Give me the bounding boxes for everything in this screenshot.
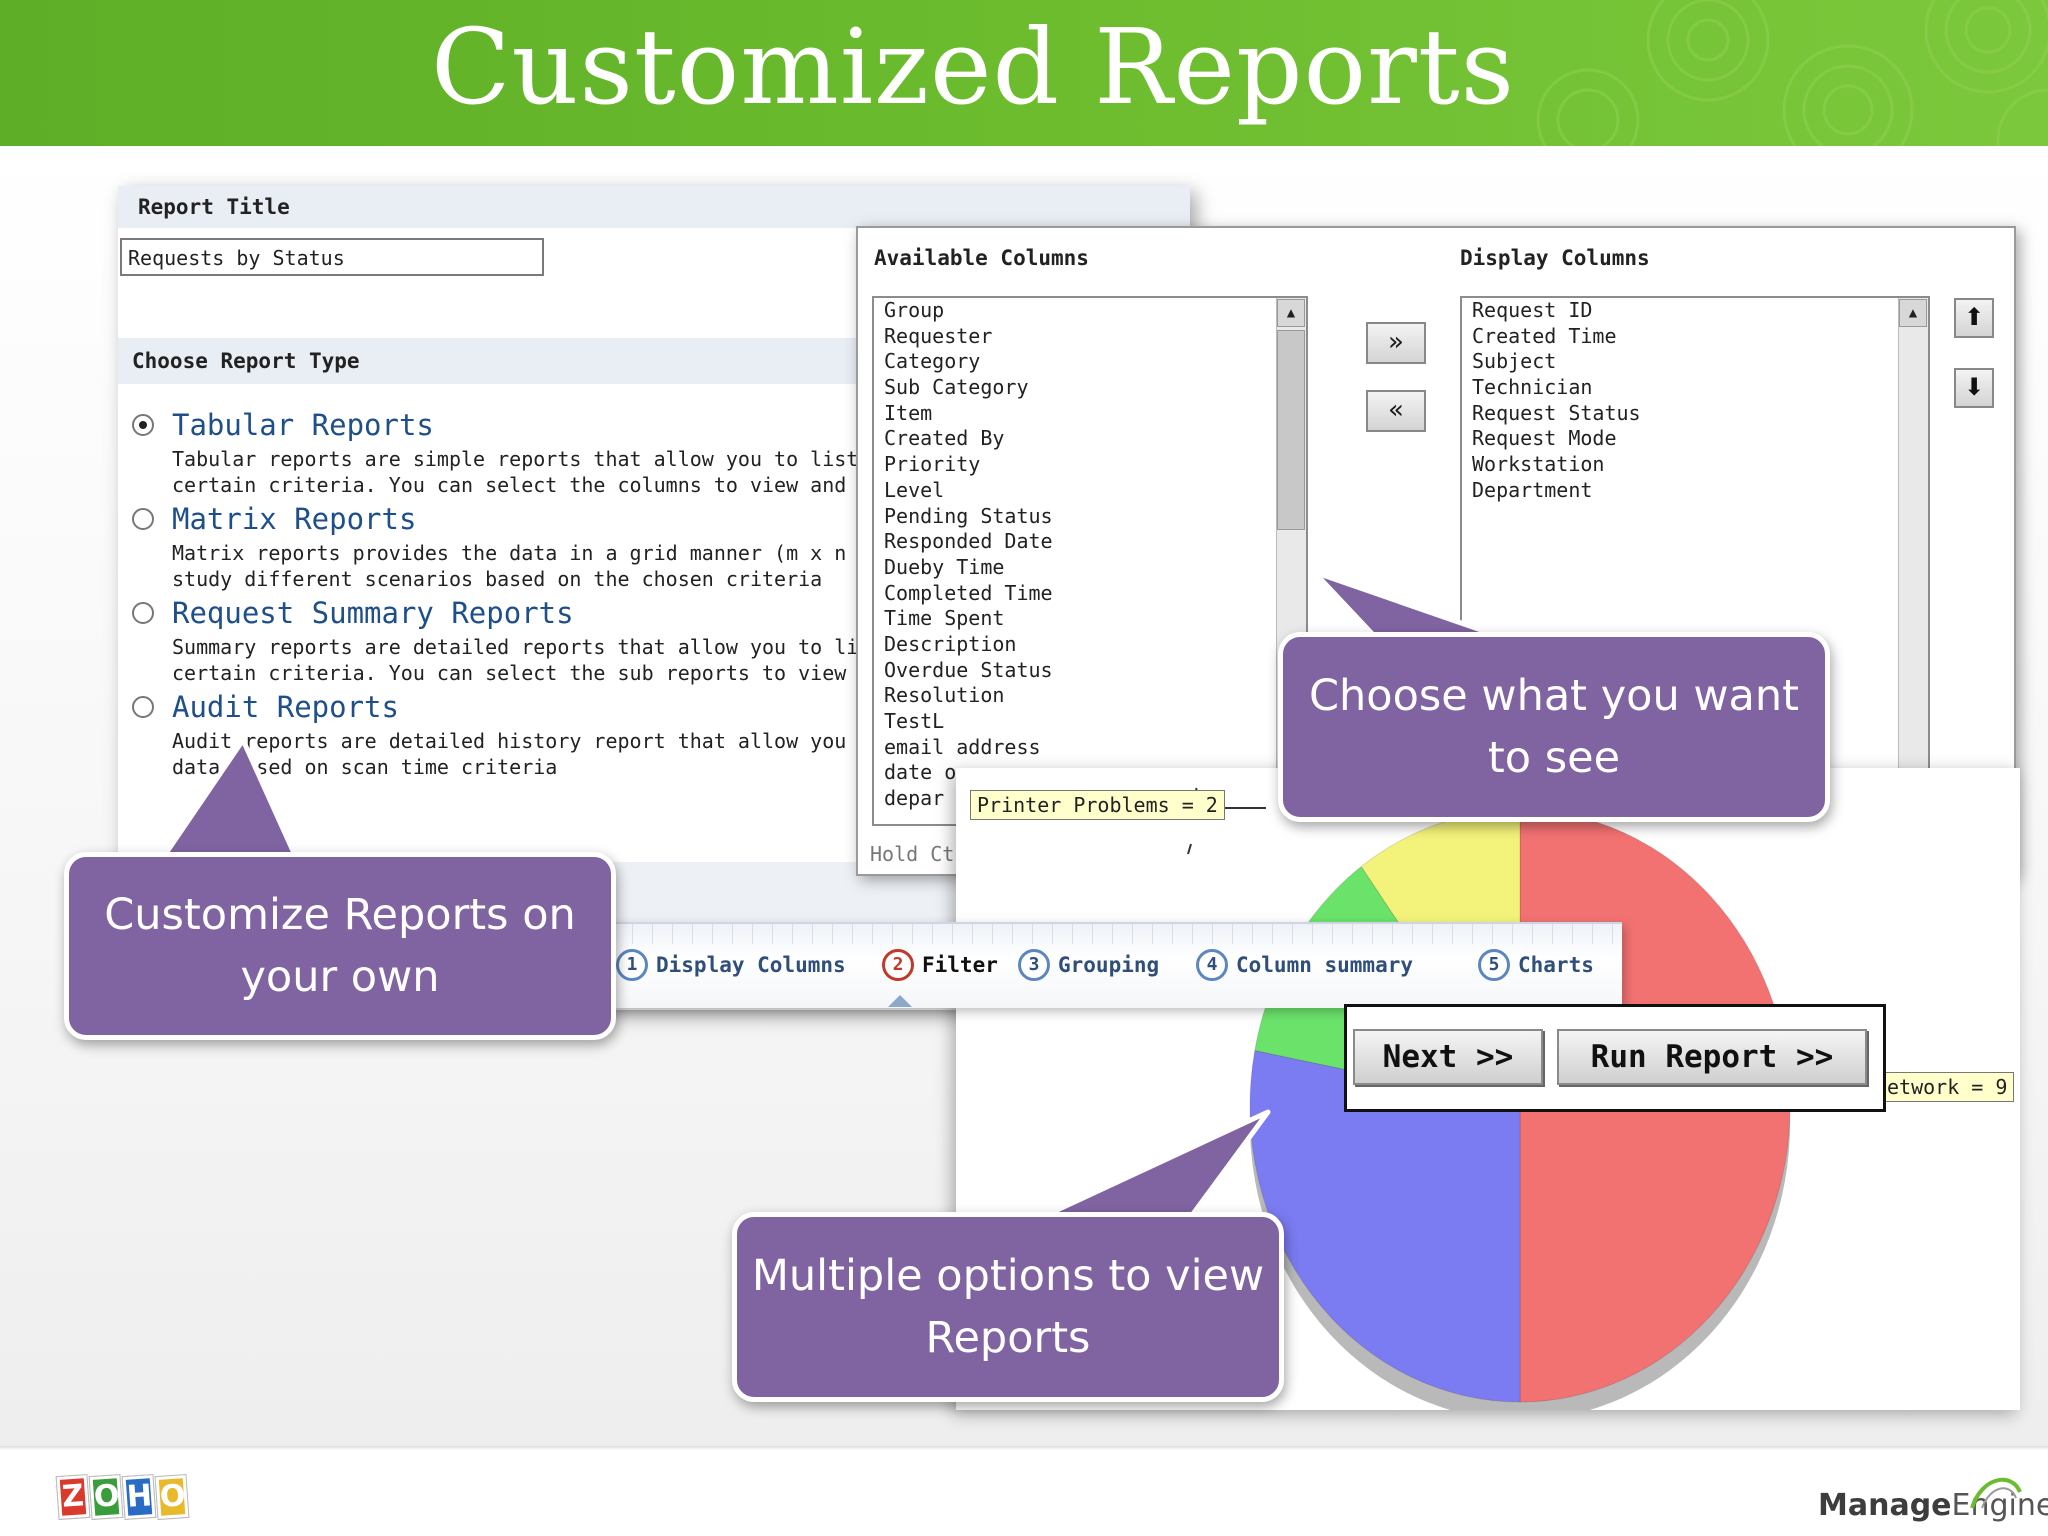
run-report-button[interactable]: Run Report >> — [1557, 1029, 1867, 1085]
available-column-item[interactable]: Pending Status — [884, 503, 1053, 528]
callout-customize-reports: Customize Reports on your own — [64, 852, 616, 1040]
move-up-icon[interactable]: ⬆ — [1954, 298, 1994, 338]
available-column-item[interactable]: date o — [884, 760, 957, 785]
available-column-item[interactable]: Time Spent — [884, 606, 1005, 631]
add-column-button[interactable]: » — [1366, 322, 1426, 364]
pie-tag-printer-problems: Printer Problems = 2 — [970, 790, 1225, 820]
available-column-item[interactable]: email address — [884, 734, 1041, 759]
move-down-icon[interactable]: ⬇ — [1954, 368, 1994, 408]
display-column-item[interactable]: Technician — [1472, 375, 1593, 400]
display-column-item[interactable]: Request ID — [1472, 298, 1593, 322]
available-column-item[interactable]: Requester — [884, 323, 993, 348]
scroll-up-icon[interactable]: ▲ — [1277, 299, 1305, 327]
report-title-input[interactable]: Requests by Status — [120, 238, 544, 276]
manageengine-logo: ManageEngine — [1818, 1477, 2048, 1523]
report-type-description: Tabular reports are simple reports that … — [172, 447, 883, 497]
callout-multiple-options: Multiple options to view Reports — [732, 1212, 1284, 1402]
active-step-indicator — [888, 995, 912, 1007]
display-column-item[interactable]: Request Status — [1472, 400, 1641, 425]
scrollbar[interactable]: ▲ — [1898, 298, 1928, 824]
available-column-item[interactable]: Item — [884, 400, 933, 425]
available-column-item[interactable]: Dueby Time — [884, 554, 1005, 579]
available-column-item[interactable]: depar — [884, 786, 945, 811]
report-type-description: Summary reports are detailed reports tha… — [172, 635, 871, 685]
display-column-item[interactable]: Department — [1472, 477, 1593, 502]
display-column-item[interactable]: Subject — [1472, 349, 1557, 374]
zoho-letter: O — [88, 1473, 124, 1521]
report-type-name[interactable]: Audit Reports — [172, 690, 399, 724]
display-column-item[interactable]: Request Mode — [1472, 426, 1617, 451]
radio-matrix[interactable] — [132, 508, 154, 530]
available-column-item[interactable]: Responded Date — [884, 529, 1053, 554]
report-type-description: Matrix reports provides the data in a gr… — [172, 541, 847, 591]
available-column-item[interactable]: Priority — [884, 452, 981, 477]
report-type-name[interactable]: Tabular Reports — [172, 408, 434, 442]
report-type-name[interactable]: Matrix Reports — [172, 502, 417, 536]
zoho-letter: H — [121, 1473, 157, 1521]
available-column-item[interactable]: TestL — [884, 709, 945, 733]
available-column-item[interactable]: Level — [884, 477, 945, 502]
zoho-letter: O — [154, 1473, 190, 1521]
hold-ctrl-hint: Hold Ct — [870, 842, 955, 866]
slide-header: Customized Reports — [0, 0, 2048, 146]
available-columns-label: Available Columns — [874, 246, 1089, 270]
callout-choose-columns: Choose what you want to see — [1278, 632, 1830, 822]
manageengine-arc-icon — [1970, 1477, 2022, 1509]
available-column-item[interactable]: Group — [884, 298, 945, 322]
radio-audit[interactable] — [132, 696, 154, 718]
report-type-description: Audit reports are detailed history repor… — [172, 729, 883, 779]
report-title-label: Report Title — [118, 186, 1190, 228]
next-button[interactable]: Next >> — [1353, 1029, 1543, 1085]
report-type-name[interactable]: Request Summary Reports — [172, 596, 574, 630]
slide-title: Customized Reports — [430, 6, 1516, 128]
remove-column-button[interactable]: « — [1366, 390, 1426, 432]
scroll-up-icon[interactable]: ▲ — [1899, 299, 1927, 327]
display-columns-label: Display Columns — [1460, 246, 1650, 270]
available-column-item[interactable]: Resolution — [884, 683, 1005, 708]
header-swirl-pattern — [1536, 0, 2048, 146]
display-column-item[interactable]: Workstation — [1472, 452, 1605, 477]
radio-tabular-selected[interactable] — [132, 414, 154, 436]
available-column-item[interactable]: Created By — [884, 426, 1005, 451]
footer-divider — [0, 1446, 2048, 1450]
scroll-thumb[interactable] — [1277, 330, 1305, 530]
available-column-item[interactable]: Category — [884, 349, 981, 374]
available-column-item[interactable]: Description — [884, 631, 1017, 656]
display-column-item[interactable]: Created Time — [1472, 323, 1617, 348]
radio-summary[interactable] — [132, 602, 154, 624]
available-column-item[interactable]: Sub Category — [884, 375, 1029, 400]
available-column-item[interactable]: Completed Time — [884, 580, 1053, 605]
zoho-letter: Z — [55, 1473, 91, 1521]
pie-leader-line — [1187, 843, 1192, 855]
available-column-item[interactable]: Overdue Status — [884, 657, 1053, 682]
report-action-box: Next >> Run Report >> — [1344, 1004, 1886, 1112]
pie-tag-network: etwork = 9 — [1880, 1072, 2015, 1102]
